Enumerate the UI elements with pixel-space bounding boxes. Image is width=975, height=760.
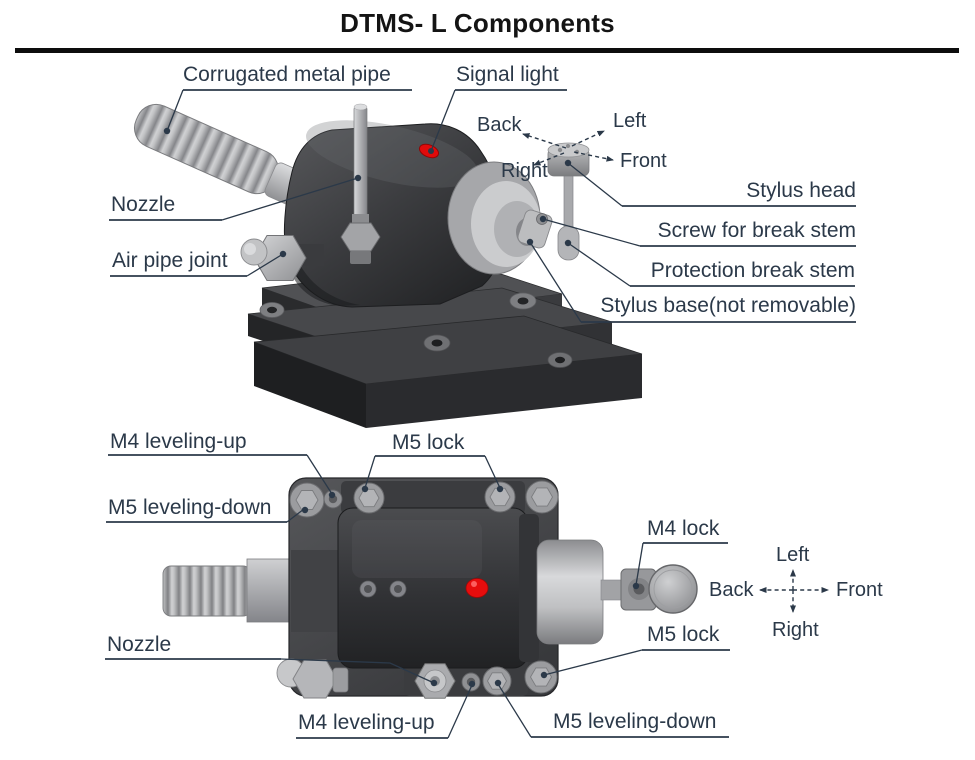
orientation-right-top-view: Right — [772, 619, 819, 641]
orientation-back-perspective: Back — [477, 114, 522, 136]
label-corrugated-metal-pipe: Corrugated metal pipe — [183, 63, 391, 86]
label-protection-break-stem: Protection break stem — [650, 259, 855, 282]
perspective-device — [134, 103, 643, 428]
leader-lines — [105, 89, 856, 739]
orientation-left-top-view: Left — [776, 544, 810, 566]
signal-light-top-view — [465, 578, 489, 598]
orientation-cross-top-view — [759, 569, 829, 613]
label-air-pipe-joint: Air pipe joint — [112, 249, 228, 272]
label-m5-leveling-down-left: M5 leveling-down — [108, 496, 272, 519]
orientation-front-top-view: Front — [836, 579, 883, 601]
bottom-shaft — [246, 558, 294, 623]
bottom-corrugated-pipe — [162, 565, 252, 617]
machine-body — [283, 120, 505, 308]
orientation-arrows-perspective — [522, 130, 614, 166]
label-m5-lock-top: M5 lock — [392, 431, 465, 454]
stylus-head-top-view — [648, 564, 698, 614]
label-signal-light: Signal light — [456, 63, 559, 86]
body-screws — [359, 580, 407, 598]
label-stylus-head: Stylus head — [746, 179, 856, 202]
label-m5-lock-right: M5 lock — [647, 623, 720, 646]
top-view-device — [162, 477, 829, 699]
orientation-left-perspective: Left — [613, 110, 647, 132]
label-stylus-base: Stylus base(not removable) — [600, 294, 856, 317]
orientation-right-perspective: Right — [501, 160, 548, 182]
orientation-front-perspective: Front — [620, 150, 667, 172]
label-nozzle-perspective: Nozzle — [111, 193, 176, 216]
label-m5-leveling-down-bottom: M5 leveling-down — [553, 710, 717, 733]
label-m4-leveling-up-bottom: M4 leveling-up — [298, 711, 435, 734]
top-row-bolts — [289, 480, 559, 518]
stylus-stem — [563, 171, 574, 233]
bottom-air-fitting — [276, 658, 349, 699]
nozzle-rod — [340, 103, 381, 264]
title-divider — [15, 48, 959, 53]
label-m4-leveling-up-top: M4 leveling-up — [110, 430, 247, 453]
label-m4-lock: M4 lock — [647, 517, 720, 540]
orientation-back-top-view: Back — [709, 579, 754, 601]
leader-dots — [163, 127, 640, 688]
air-pipe-joint-fitting — [240, 235, 324, 281]
label-nozzle-top-view: Nozzle — [107, 633, 172, 656]
top-view-barrel — [536, 539, 604, 645]
label-screw-for-break-stem: Screw for break stem — [657, 219, 856, 242]
page-title: DTMS- L Components — [340, 8, 615, 38]
